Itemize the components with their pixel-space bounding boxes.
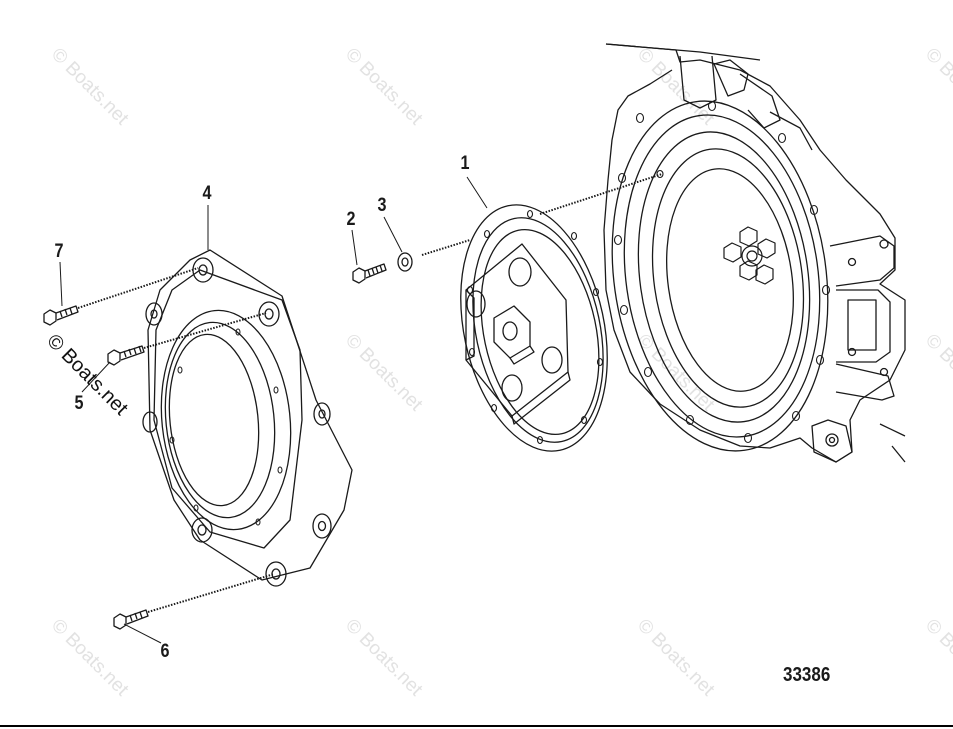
bolt-part-7: [43, 305, 79, 326]
bolt-part-2: [352, 263, 387, 284]
callout-7: 7: [54, 241, 64, 262]
callout-5: 5: [74, 393, 84, 414]
callout-4: 4: [202, 183, 212, 204]
bottom-border: [0, 725, 953, 727]
adapter-plate-part-4: [142, 249, 353, 587]
callout-1: 1: [460, 153, 470, 174]
bolt-part-5: [107, 345, 145, 366]
assembly-lines: [77, 173, 663, 613]
callout-2: 2: [346, 209, 356, 230]
callout-3: 3: [377, 195, 387, 216]
bolt-part-6: [113, 609, 149, 630]
figure-number: 33386: [783, 664, 831, 686]
flywheel-housing: [603, 43, 906, 463]
callout-leaders: [59, 176, 488, 644]
drive-plate-part-1: [460, 204, 608, 452]
washer-part-3: [397, 252, 413, 272]
callout-6: 6: [160, 641, 170, 662]
